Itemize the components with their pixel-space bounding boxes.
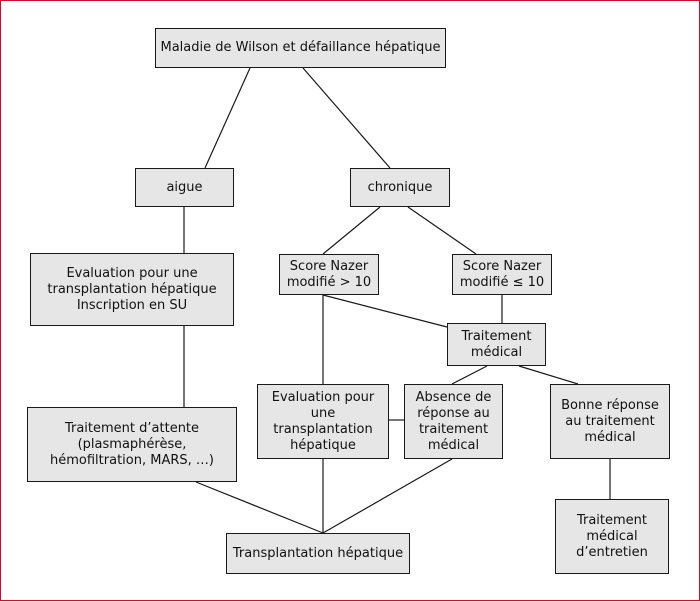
node-evaluation-chronic: Evaluation pour une transplantation hépa… [257,384,389,459]
edge-attente-transplant [195,481,324,534]
edge-traitement-absence [451,365,488,385]
node-bonne-reponse: Bonne réponse au traitement médical [550,384,670,459]
node-traitement-entretien: Traitement médical d’entretien [555,499,669,574]
node-traitement-medical: Traitement médical [447,323,546,366]
edge-traitement-bonne [518,365,579,385]
node-nazer-le-10: Score Nazer modifié ≤ 10 [452,254,552,295]
node-transplantation: Transplantation hépatique [226,533,410,574]
node-aigue: aigue [135,168,234,207]
edge-root-chronique [302,67,391,169]
node-root: Maladie de Wilson et défaillance hépatiq… [155,28,446,68]
edge-chronique-nazerle [407,206,477,255]
node-chronique: chronique [350,168,450,207]
edge-chronique-nazergt [322,206,381,255]
node-traitement-attente: Traitement d’attente (plasmaphérèse, hém… [27,407,237,482]
edge-nazergt-traitement [322,294,448,328]
node-evaluation-acute: Evaluation pour une transplantation hépa… [30,253,234,326]
node-absence-reponse: Absence de réponse au traitement médical [404,384,503,459]
edge-root-aigue [204,67,251,169]
edge-absence-transplant [322,458,453,534]
node-nazer-gt-10: Score Nazer modifié > 10 [279,254,379,295]
